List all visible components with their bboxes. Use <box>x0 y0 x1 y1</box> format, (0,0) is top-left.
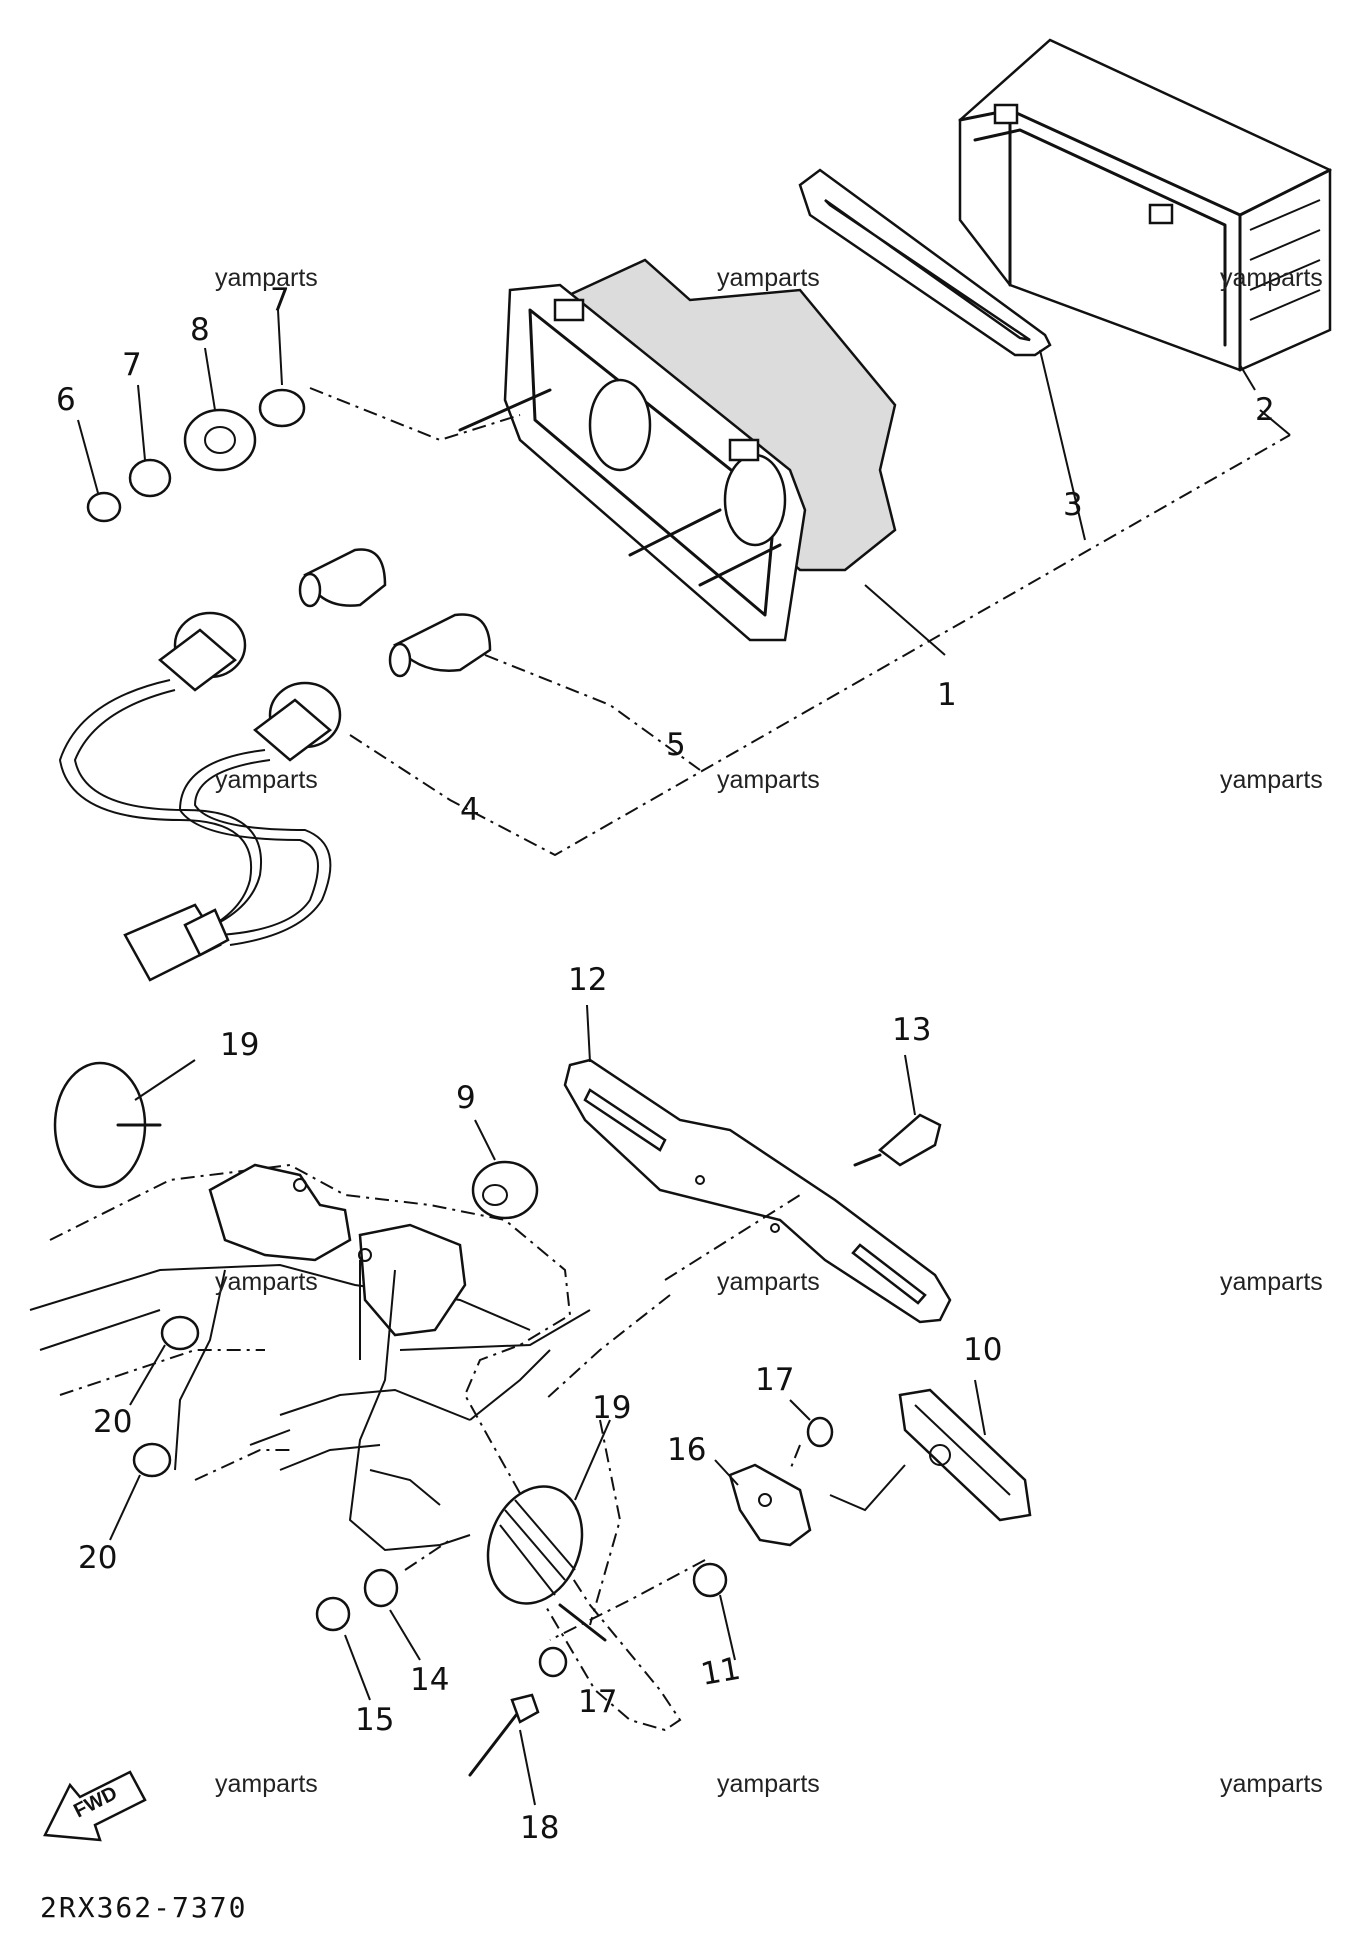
watermark-10: yamparts <box>215 1770 318 1798</box>
nuts-20 <box>109 1315 290 1541</box>
light-bracket-16 <box>538 1399 834 1678</box>
callout-13: 13 <box>892 1012 931 1048</box>
watermark-6: yamparts <box>1220 766 1323 794</box>
watermark-12: yamparts <box>1220 1770 1323 1798</box>
nut-11 <box>692 1562 728 1598</box>
washer-7b <box>258 388 306 428</box>
watermark-8: yamparts <box>717 1268 820 1296</box>
lamp-base <box>458 258 897 642</box>
callout-2: 2 <box>1255 392 1275 428</box>
watermarks: yamparts yamparts yamparts yamparts yamp… <box>215 264 1323 1798</box>
grommet-8 <box>183 408 257 472</box>
watermark-7: yamparts <box>215 1268 318 1296</box>
callout-19b: 19 <box>592 1390 631 1426</box>
nut-17-lower <box>538 1646 568 1678</box>
leader-lines-top <box>77 309 1291 857</box>
bulbs <box>298 548 492 678</box>
callout-7a: 7 <box>122 347 142 383</box>
callout-1: 1 <box>937 677 957 713</box>
drawing-code: 2RX362-7370 <box>40 1891 247 1924</box>
callout-18: 18 <box>520 1810 559 1846</box>
callout-9: 9 <box>456 1080 476 1116</box>
washer-nut-14-15 <box>315 1539 451 1701</box>
callout-3: 3 <box>1063 487 1083 523</box>
socket-harness <box>58 611 342 982</box>
small-fasteners-top <box>86 388 306 523</box>
gasket <box>798 168 1052 357</box>
washer-7a <box>128 458 172 498</box>
nut-6 <box>86 491 122 523</box>
callout-16: 16 <box>667 1432 706 1468</box>
callout-6: 6 <box>56 382 76 418</box>
callout-4: 4 <box>460 792 480 828</box>
callout-17a: 17 <box>755 1362 794 1398</box>
watermark-5: yamparts <box>717 766 820 794</box>
reflector-19-lower <box>486 1419 611 1642</box>
callout-15: 15 <box>355 1702 394 1738</box>
callout-20b: 20 <box>78 1540 117 1576</box>
nut-17-upper <box>806 1416 834 1448</box>
rear-fender-frame <box>29 1163 682 1732</box>
watermark-11: yamparts <box>717 1770 820 1798</box>
watermark-4: yamparts <box>215 766 318 794</box>
callout-14: 14 <box>410 1662 449 1698</box>
license-lens-10 <box>829 1379 1032 1522</box>
watermark-2: yamparts <box>717 264 820 292</box>
callout-17b: 17 <box>578 1684 617 1720</box>
callout-8: 8 <box>190 312 210 348</box>
callout-19a: 19 <box>220 1027 259 1063</box>
forward-arrow-icon: FWD <box>43 1770 147 1842</box>
watermark-1: yamparts <box>215 264 318 292</box>
license-bracket <box>563 1004 952 1324</box>
bolt-18 <box>468 1693 540 1806</box>
part-number-labels: 1 2 3 4 5 6 7 7 8 9 10 11 12 13 14 15 16… <box>56 282 1275 1846</box>
tail-light-lens <box>958 38 1332 372</box>
callout-20a: 20 <box>93 1404 132 1440</box>
callout-12: 12 <box>568 962 607 998</box>
reflector-19-upper <box>53 1059 196 1189</box>
leader-lines-bottom <box>544 1194 801 1626</box>
callout-10: 10 <box>963 1332 1002 1368</box>
callout-5: 5 <box>666 727 686 763</box>
watermark-9: yamparts <box>1220 1268 1323 1296</box>
callout-7b: 7 <box>270 282 290 318</box>
grommet-9 <box>471 1119 539 1220</box>
watermark-3: yamparts <box>1220 264 1323 292</box>
bolt-13 <box>853 1054 942 1167</box>
callout-11: 11 <box>698 1651 743 1693</box>
